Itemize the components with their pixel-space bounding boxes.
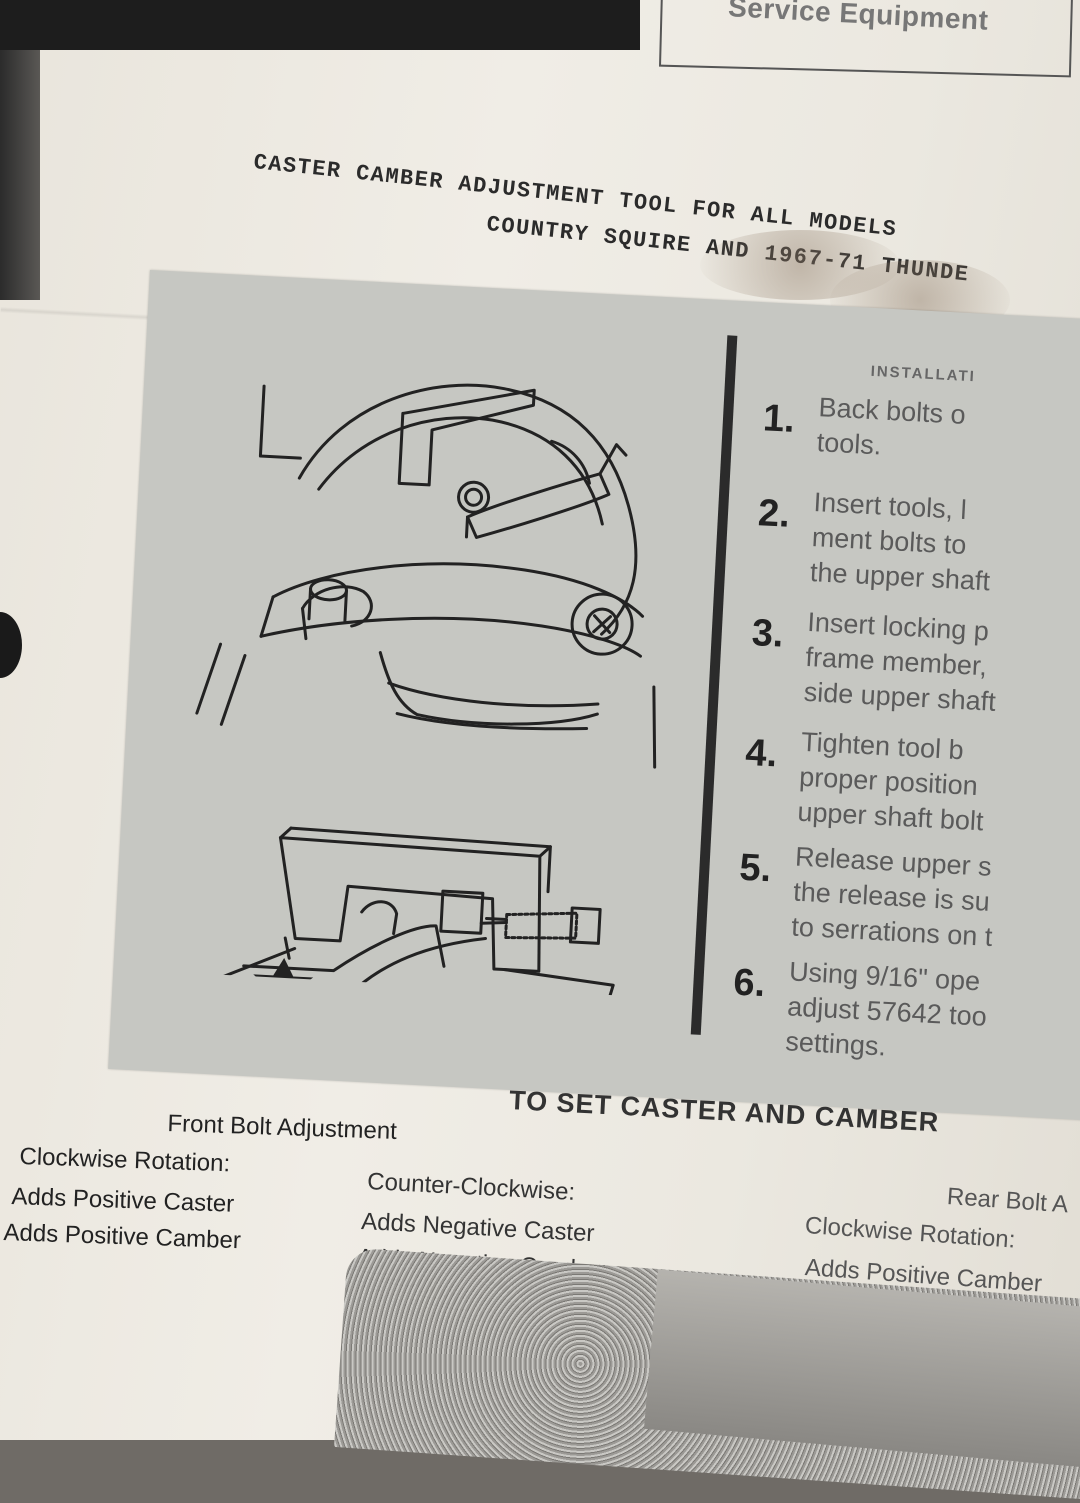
front-cw-line-1: Adds Positive Caster bbox=[11, 1183, 235, 1218]
step-text: Tighten tool b proper position upper sha… bbox=[796, 726, 985, 837]
step-3: 3. Insert locking p frame member, side u… bbox=[751, 602, 1080, 717]
stain bbox=[700, 230, 900, 300]
step-number: 3. bbox=[750, 612, 785, 656]
punch-hole bbox=[0, 612, 22, 678]
front-ccw-line-1: Adds Negative Caster bbox=[360, 1208, 596, 1248]
step-text: Insert tools, l ment bolts to the upper … bbox=[809, 487, 991, 597]
step-text: Using 9/16" ope adjust 57642 too setting… bbox=[784, 956, 988, 1062]
step-number: 6. bbox=[732, 961, 767, 1006]
step-text: Insert locking p frame member, side uppe… bbox=[803, 606, 997, 717]
rear-bolt-title: Rear Bolt A bbox=[946, 1183, 1070, 1219]
step-text: Back bolts o tools. bbox=[816, 392, 967, 461]
front-ccw-title: Counter-Clockwise: bbox=[366, 1168, 576, 1206]
step-text: Release upper s the release is su to ser… bbox=[790, 841, 994, 952]
front-bolt-title: Front Bolt Adjustment bbox=[167, 1110, 398, 1145]
step-2: 2. Insert tools, l ment bolts to the upp… bbox=[757, 482, 1080, 596]
background-edge bbox=[0, 0, 40, 300]
step-number: 1. bbox=[761, 397, 796, 441]
header-black-band bbox=[0, 0, 640, 50]
installation-title: INSTALLATI bbox=[870, 362, 977, 386]
step-number: 4. bbox=[744, 731, 779, 776]
step-number: 5. bbox=[738, 846, 773, 891]
step-number: 2. bbox=[757, 492, 791, 536]
front-cw-line-2: Adds Positive Camber bbox=[3, 1219, 242, 1255]
instruction-panel: INSTALLATI 1. Back bolts o tools. 2. Ins… bbox=[108, 270, 1080, 1121]
step-4: 4. Tighten tool b proper position upper … bbox=[744, 722, 1080, 837]
tool-installation-illustration bbox=[180, 383, 657, 999]
rear-cw-title: Clockwise Rotation: bbox=[804, 1212, 1017, 1254]
front-cw-title: Clockwise Rotation: bbox=[19, 1143, 231, 1178]
step-1: 1. Back bolts o tools. bbox=[762, 387, 1080, 460]
